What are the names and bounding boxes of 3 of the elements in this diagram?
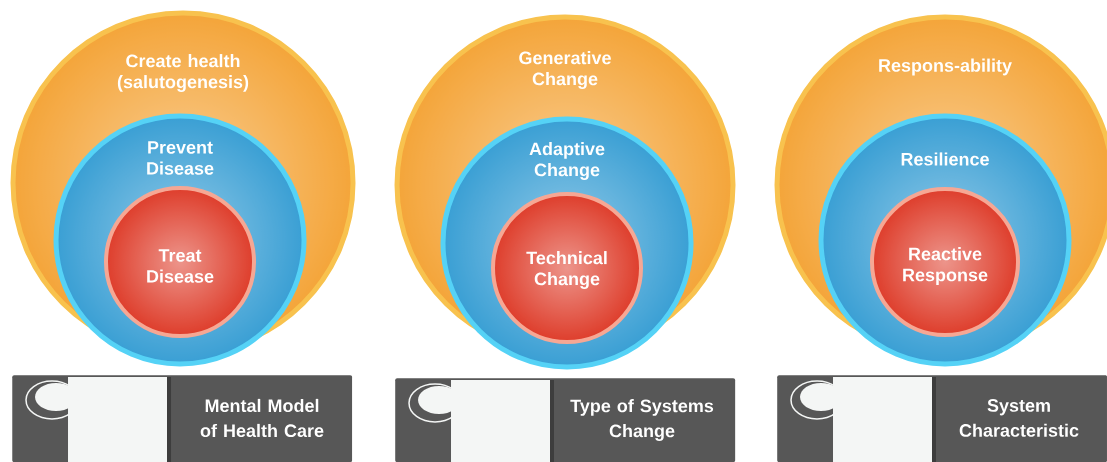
label-box: System Characteristic — [777, 375, 1107, 462]
label-box: Mental Model of Health Care — [12, 375, 353, 462]
label-box: Type of Systems Change — [395, 378, 736, 462]
